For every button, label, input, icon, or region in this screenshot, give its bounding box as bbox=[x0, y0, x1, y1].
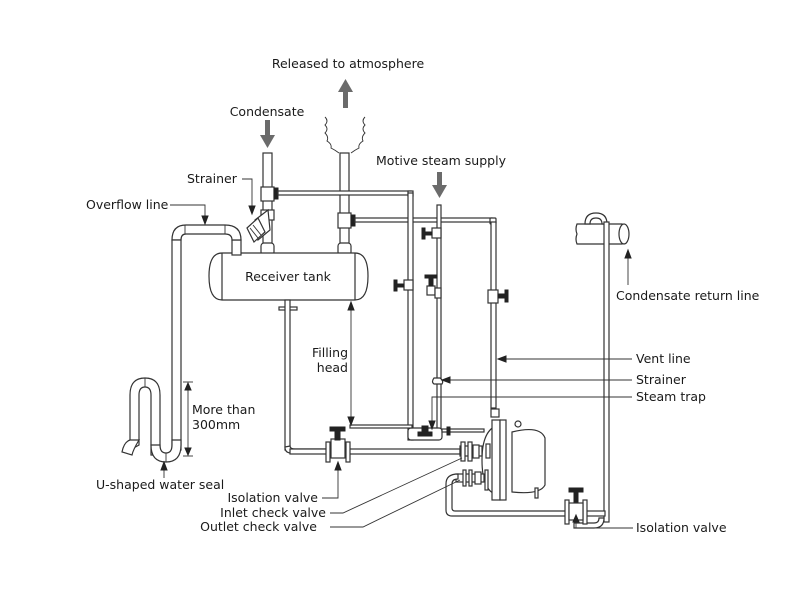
inlet-isolation-valve-icon bbox=[325, 426, 351, 463]
filling-head-label-line1: Filling bbox=[312, 345, 348, 360]
outlet-check-valve-label: Outlet check valve bbox=[200, 519, 317, 534]
condensate-return-line-label: Condensate return line bbox=[616, 288, 760, 303]
motive-steam-supply-label: Motive steam supply bbox=[376, 153, 507, 168]
outlet-check-valve-icon bbox=[455, 469, 489, 491]
filling-head-dimension bbox=[347, 300, 355, 427]
vent-stack-pipe bbox=[337, 152, 356, 256]
steam-plume-icon bbox=[324, 116, 366, 154]
vent-line-valve-icon bbox=[487, 289, 509, 304]
seal-height-dimension bbox=[183, 381, 193, 457]
y-strainer-icon bbox=[246, 208, 271, 243]
vent-line-label: Vent line bbox=[636, 351, 691, 366]
condensate-return-line bbox=[573, 212, 630, 529]
leader-lines bbox=[160, 178, 633, 529]
filling-head-label-line2: head bbox=[317, 360, 348, 375]
balance-lines bbox=[277, 190, 497, 441]
steam-trap-label: Steam trap bbox=[636, 389, 706, 404]
more-than-label: More than bbox=[192, 402, 255, 417]
overflow-line-pipe bbox=[171, 224, 242, 451]
300mm-label: 300mm bbox=[192, 417, 240, 432]
filling-head-reference-line bbox=[349, 424, 413, 429]
motive-strainer-icon bbox=[431, 377, 444, 385]
u-shaped-water-seal-label: U-shaped water seal bbox=[96, 477, 224, 492]
released-to-atmosphere-label: Released to atmosphere bbox=[272, 56, 425, 71]
motive-steam-line bbox=[421, 204, 444, 431]
tank-outlet-pipe bbox=[278, 299, 461, 455]
motive-globe-valve-icon bbox=[424, 274, 442, 299]
condensate-inlet-arrow bbox=[260, 120, 275, 148]
return-isolation-valve-icon bbox=[564, 487, 588, 525]
motive-steam-arrow bbox=[432, 172, 447, 198]
balance-valve-icon bbox=[393, 279, 414, 292]
condensate-inlet-pipe bbox=[260, 152, 279, 256]
motive-steam-valve-icon bbox=[421, 227, 442, 240]
isolation-valve-left-label: Isolation valve bbox=[227, 490, 318, 505]
inlet-check-valve-label: Inlet check valve bbox=[220, 505, 326, 520]
condensate-label: Condensate bbox=[230, 104, 305, 119]
atmosphere-release-arrow bbox=[338, 79, 353, 108]
strainer-top-label: Strainer bbox=[187, 171, 238, 186]
strainer-right-label: Strainer bbox=[636, 372, 687, 387]
isolation-valve-right-label: Isolation valve bbox=[636, 520, 727, 535]
receiver-tank: Receiver tank bbox=[208, 252, 369, 301]
pump-trap-body bbox=[481, 408, 546, 501]
inlet-check-valve-icon bbox=[459, 441, 483, 462]
overflow-line-label: Overflow line bbox=[86, 197, 169, 212]
steam-trap-icon bbox=[407, 425, 485, 441]
receiver-tank-label: Receiver tank bbox=[245, 269, 332, 284]
u-shaped-water-seal bbox=[121, 377, 182, 463]
